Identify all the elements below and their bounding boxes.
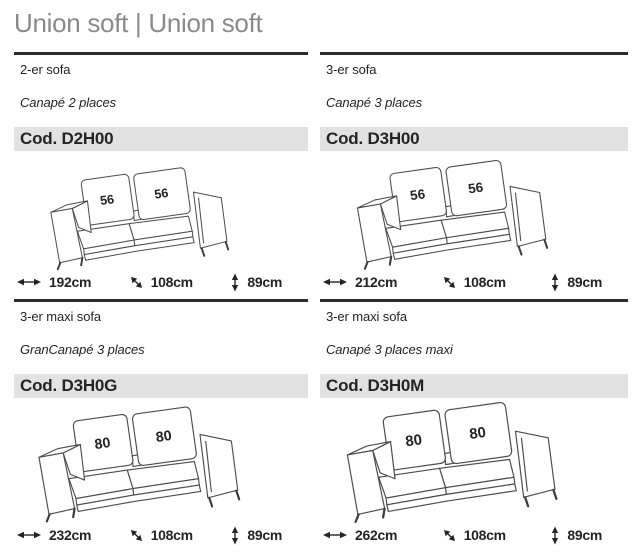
up-down-arrow-icon: [551, 525, 560, 545]
width-dimension: 262cm: [322, 527, 397, 543]
dimensions-row: 232cm 108cm 89cm: [14, 525, 308, 545]
width-dimension: 232cm: [16, 527, 91, 543]
product-code: Cod. D3H0G: [20, 376, 118, 395]
cushion-size-label: 56: [409, 186, 426, 203]
product-code-bar: Cod. D3H0M: [320, 374, 628, 398]
page-title: Union soft | Union soft: [14, 8, 263, 38]
product-card-d2h00: 2-er sofa Canapé 2 places Cod. D2H00 56 …: [14, 52, 308, 299]
product-subtitle: Canapé 2 places: [20, 95, 117, 110]
product-card-d3h00: 3-er sofa Canapé 3 places Cod. D3H00 56 …: [320, 52, 628, 299]
depth-value: 108cm: [150, 527, 193, 543]
dimensions-row: 212cm 108cm 89cm: [320, 272, 628, 292]
width-value: 232cm: [49, 527, 92, 543]
cushion-size-label: 80: [94, 435, 112, 453]
width-value: 192cm: [49, 274, 92, 290]
cushion-size-label: 56: [467, 179, 484, 196]
sofa-illustration: 80 80: [320, 398, 628, 525]
diagonal-arrow-icon: [129, 275, 143, 289]
cushion-size-label: 56: [153, 186, 169, 202]
product-code: Cod. D2H00: [20, 129, 114, 148]
product-subtitle: Canapé 3 places: [326, 95, 423, 110]
product-card-d3h0g: 3-er maxi sofa GranCanapé 3 places Cod. …: [14, 299, 308, 549]
depth-value: 108cm: [150, 274, 193, 290]
product-subtitle: Canapé 3 places maxi: [326, 342, 453, 357]
cushion-size-label: 56: [99, 192, 115, 208]
sofa-drawing: 80 80: [37, 405, 241, 523]
sofa-illustration: 56 56: [320, 151, 628, 272]
height-value: 89cm: [247, 274, 282, 290]
height-dimension: 89cm: [230, 272, 282, 292]
left-right-arrow-icon: [16, 278, 42, 286]
diagonal-arrow-icon: [442, 528, 456, 542]
depth-dimension: 108cm: [442, 527, 506, 543]
height-value: 89cm: [567, 527, 602, 543]
depth-value: 108cm: [463, 527, 506, 543]
height-value: 89cm: [567, 274, 602, 290]
product-type-label: 3-er sofa: [326, 62, 377, 77]
width-dimension: 212cm: [322, 274, 397, 290]
cushion-size-label: 80: [155, 428, 173, 446]
sofa-illustration: 80 80: [14, 398, 308, 525]
product-code-bar: Cod. D2H00: [14, 127, 308, 151]
product-card-d3h0m: 3-er maxi sofa Canapé 3 places maxi Cod.…: [320, 299, 628, 549]
up-down-arrow-icon: [231, 525, 240, 545]
product-type-label: 3-er maxi sofa: [326, 309, 407, 324]
product-type-label: 3-er maxi sofa: [20, 309, 101, 324]
depth-dimension: 108cm: [442, 274, 506, 290]
height-dimension: 89cm: [550, 525, 602, 545]
width-dimension: 192cm: [16, 274, 91, 290]
cushion-size-label: 80: [404, 432, 423, 450]
left-right-arrow-icon: [322, 278, 348, 286]
product-code-bar: Cod. D3H0G: [14, 374, 308, 398]
width-value: 212cm: [355, 274, 398, 290]
product-code: Cod. D3H00: [326, 129, 420, 148]
height-value: 89cm: [247, 527, 282, 543]
product-code-bar: Cod. D3H00: [320, 127, 628, 151]
depth-dimension: 108cm: [129, 527, 193, 543]
diagonal-arrow-icon: [129, 528, 143, 542]
height-dimension: 89cm: [550, 272, 602, 292]
sofa-drawing: 56 56: [356, 158, 549, 270]
product-grid: 2-er sofa Canapé 2 places Cod. D2H00 56 …: [14, 52, 628, 549]
width-value: 262cm: [355, 527, 398, 543]
product-subtitle: GranCanapé 3 places: [20, 342, 145, 357]
cushion-size-label: 80: [468, 424, 487, 442]
up-down-arrow-icon: [231, 272, 240, 292]
depth-dimension: 108cm: [129, 274, 193, 290]
diagonal-arrow-icon: [442, 275, 456, 289]
left-right-arrow-icon: [16, 531, 42, 539]
left-right-arrow-icon: [322, 531, 348, 539]
product-type-label: 2-er sofa: [20, 62, 71, 77]
product-code: Cod. D3H0M: [326, 376, 425, 395]
depth-value: 108cm: [463, 274, 506, 290]
height-dimension: 89cm: [230, 525, 282, 545]
dimensions-row: 192cm 108cm 89cm: [14, 272, 308, 292]
sofa-drawing: 80 80: [346, 400, 558, 523]
sofa-illustration: 56 56: [14, 151, 308, 272]
sofa-drawing: 56 56: [49, 165, 230, 270]
up-down-arrow-icon: [551, 272, 560, 292]
dimensions-row: 262cm 108cm 89cm: [320, 525, 628, 545]
